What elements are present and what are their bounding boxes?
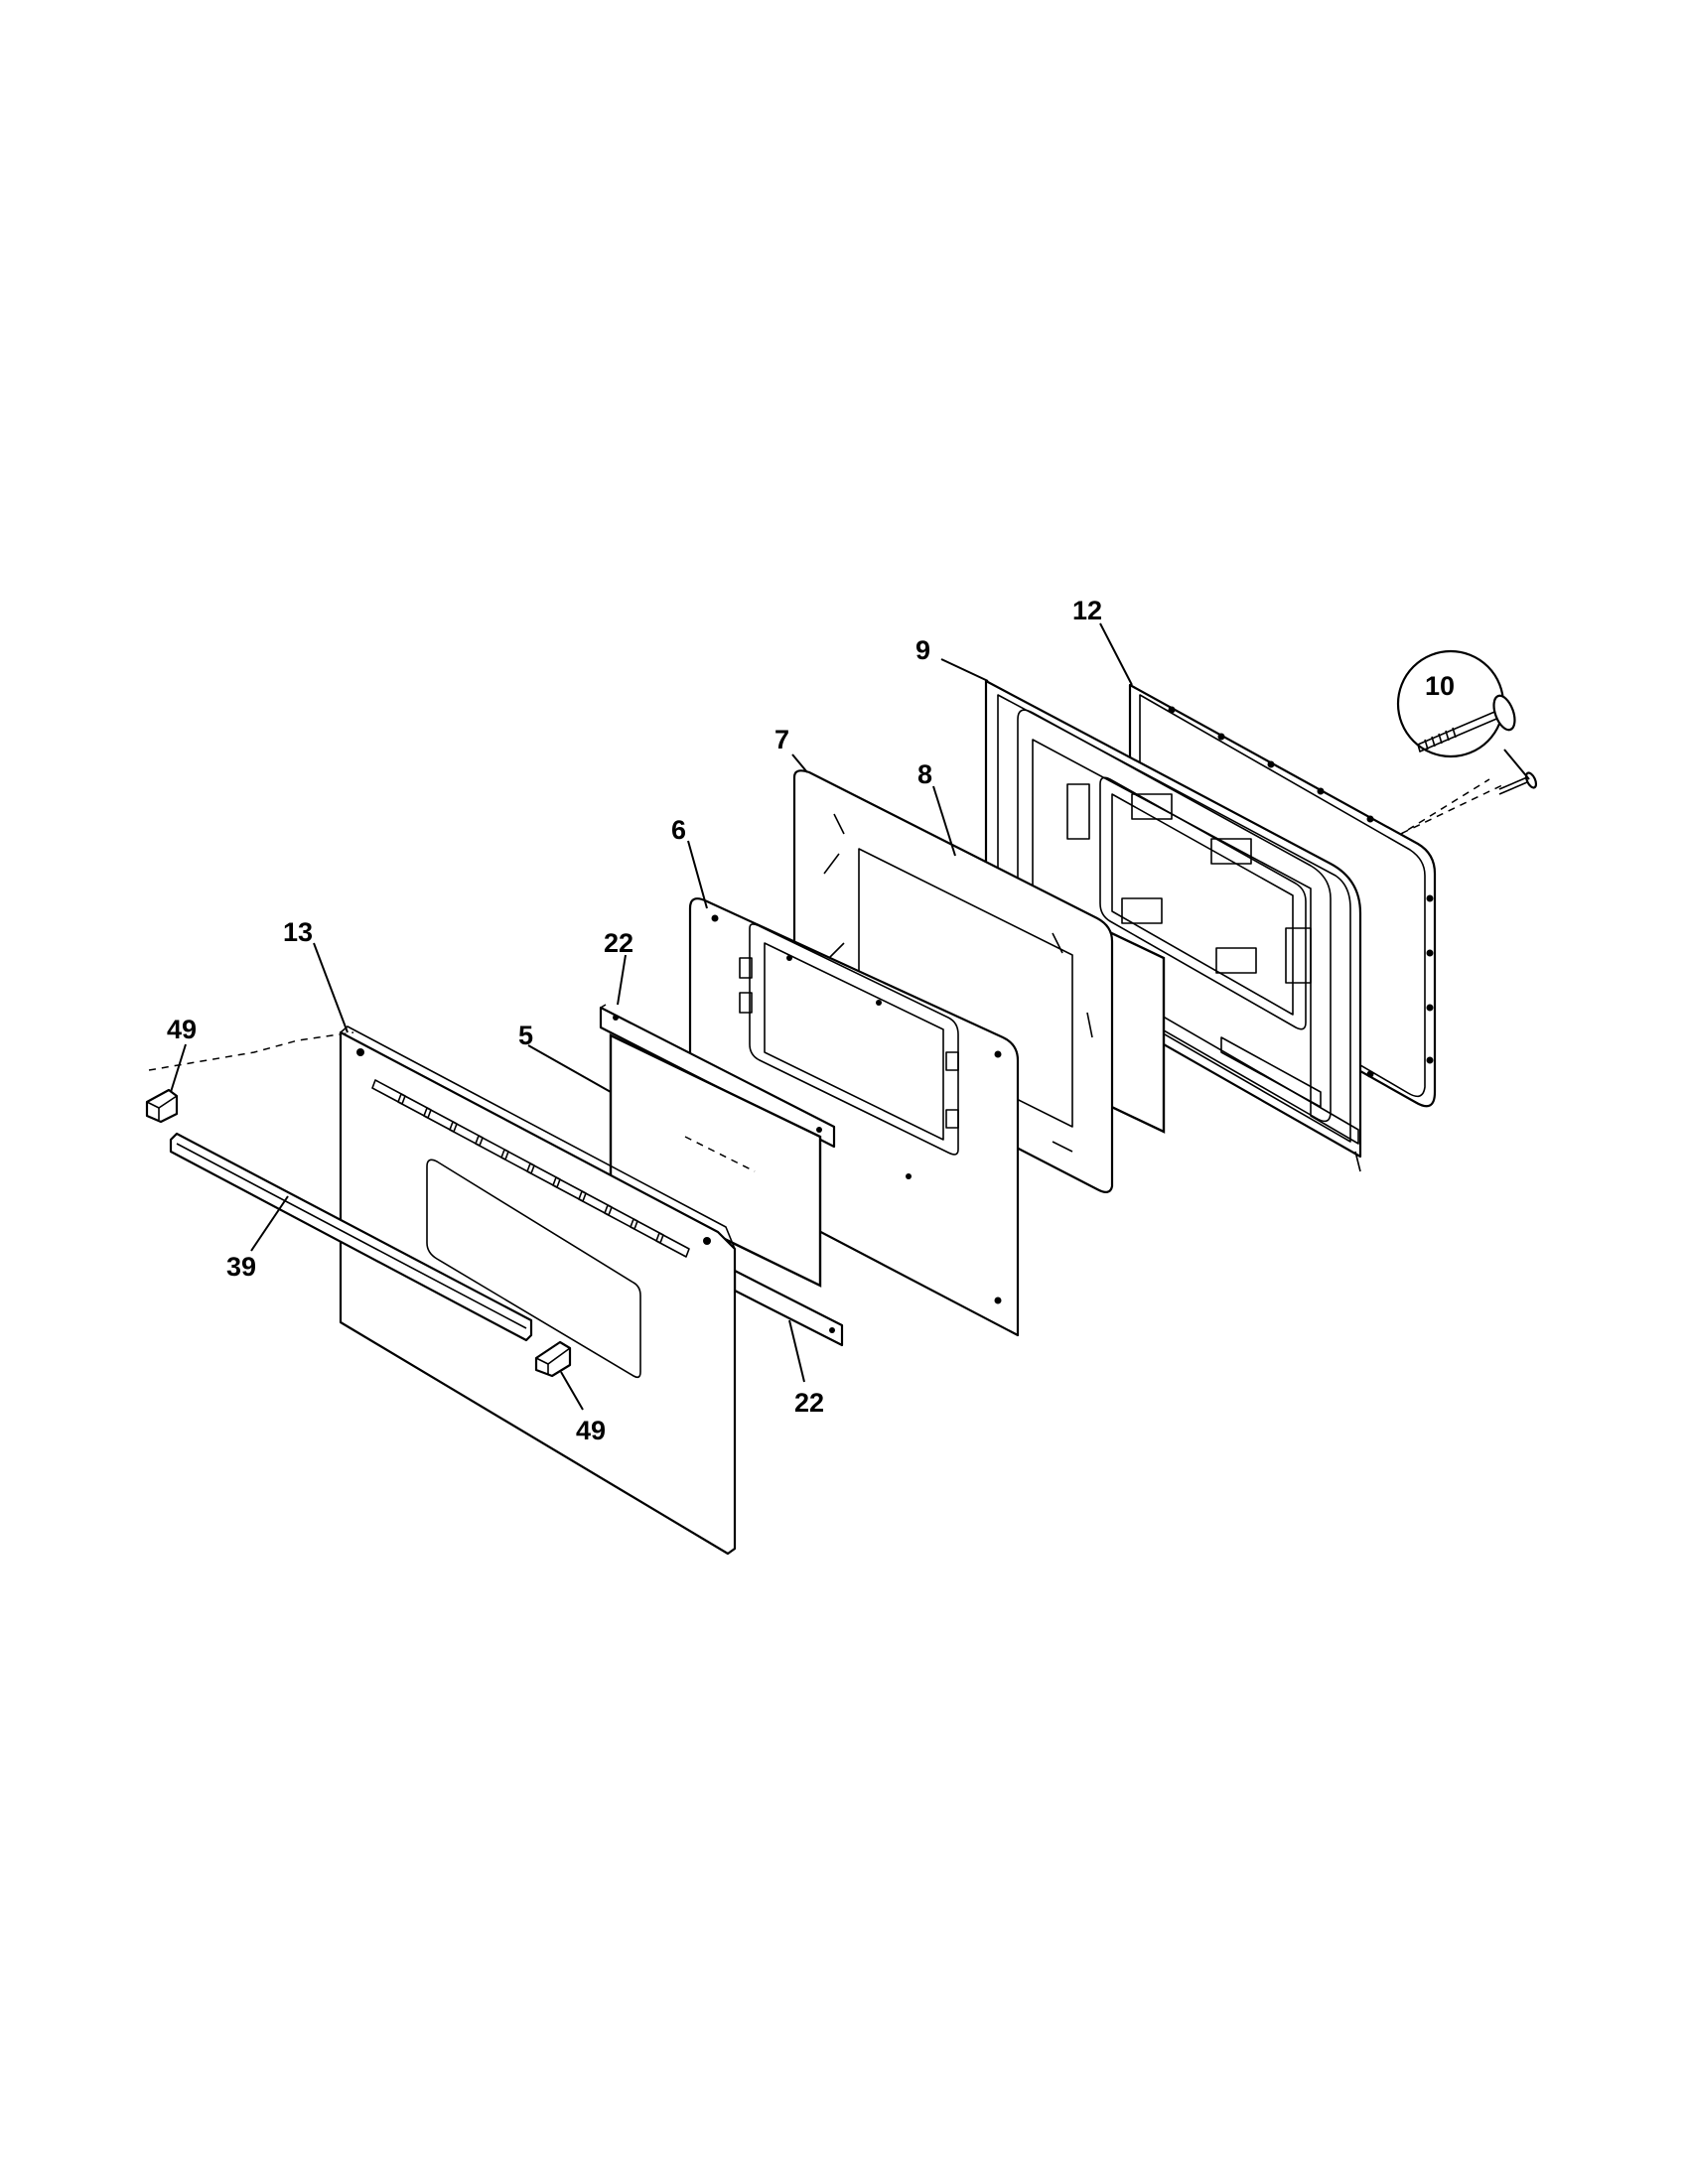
callout-6: 6 [671,815,686,845]
end-cap-right [534,1340,572,1378]
callout-22-bottom: 22 [794,1388,824,1418]
callout-13: 13 [283,917,313,947]
screw-detail-callout [1396,649,1530,780]
outer-glass-panel [609,1033,822,1288]
outer-door-panel [339,1025,737,1556]
callout-8: 8 [917,759,932,789]
door-channel-bottom [733,1269,844,1347]
callout-leaders [170,622,1133,1411]
callout-12: 12 [1072,596,1102,625]
callout-10: 10 [1425,671,1455,701]
vent-slots [371,1079,690,1258]
callout-9: 9 [915,635,930,665]
end-cap-left [145,1088,179,1124]
callout-49-left: 49 [167,1015,197,1044]
door-frame [688,897,1020,1337]
inner-door-liner [984,679,1362,1172]
callout-7: 7 [774,725,789,754]
callout-22-top: 22 [604,928,633,958]
callout-labels: 13 49 5 22 6 7 8 9 12 10 39 49 22 [167,596,1455,1445]
callout-5: 5 [518,1021,533,1050]
callout-49-bottom: 49 [576,1416,606,1445]
bottom-door-trim [169,1132,533,1342]
door-channel-top [599,1004,836,1149]
callout-39: 39 [226,1252,256,1282]
door-screw [1498,771,1538,795]
